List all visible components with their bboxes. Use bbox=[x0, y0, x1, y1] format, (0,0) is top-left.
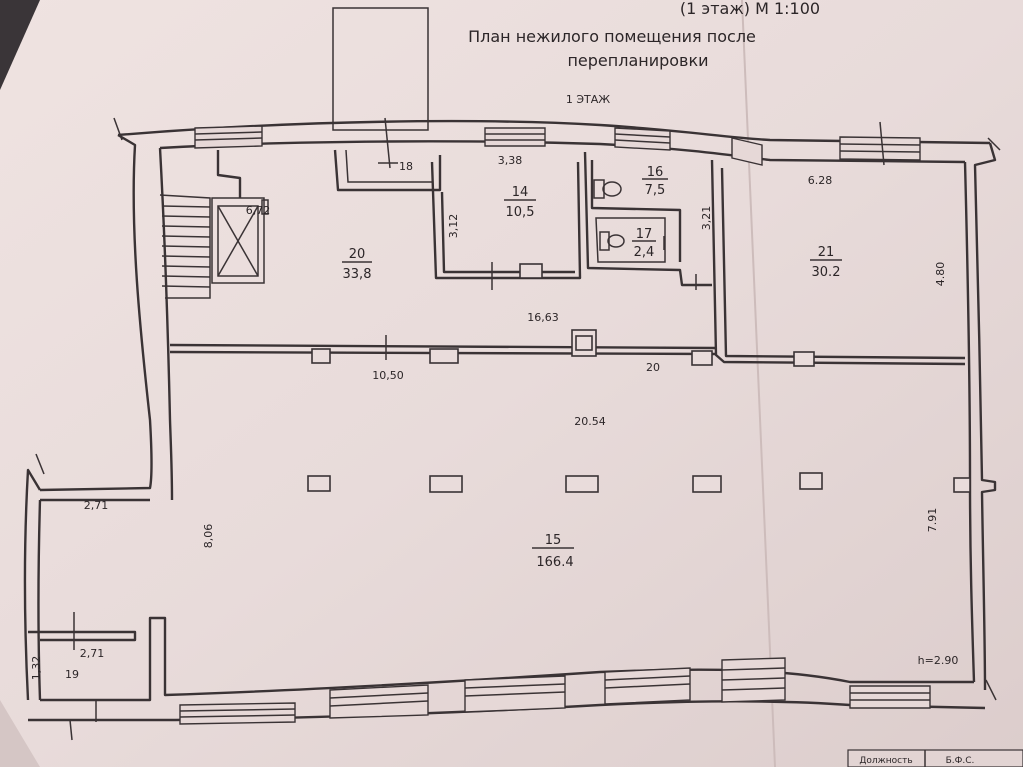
bottom-windows bbox=[179, 657, 931, 725]
paper-fold bbox=[741, 0, 776, 767]
tick-marks bbox=[35, 117, 1001, 741]
stamp-field-name: Б.Ф.С. bbox=[946, 756, 975, 766]
dim-3-12: 3,12 bbox=[447, 214, 460, 239]
dim-3-21: 3,21 bbox=[700, 206, 713, 231]
room-17: 17 2,4 bbox=[632, 227, 656, 260]
room-area: 30.2 bbox=[812, 265, 841, 280]
room-number: 20 bbox=[349, 247, 366, 262]
title-partial: (1 этаж) М 1:100 bbox=[680, 0, 820, 18]
room-20: 20 33,8 bbox=[342, 247, 372, 282]
top-entry-block bbox=[332, 7, 429, 131]
toilet-fixture-icon bbox=[593, 179, 625, 251]
dimension-labels: 3,38 6,72 3,12 3,21 6.28 4.80 16,63 10,5… bbox=[30, 154, 958, 680]
column-piers bbox=[307, 263, 971, 493]
dim-6-72: 6,72 bbox=[246, 204, 271, 217]
room-14: 14 10,5 bbox=[504, 185, 536, 220]
room-area: 10,5 bbox=[506, 205, 535, 220]
room-number: 17 bbox=[636, 227, 653, 242]
room-15: 15 166.4 bbox=[532, 533, 574, 570]
title-block-stamp: Должность Б.Ф.С. bbox=[847, 749, 1023, 767]
ceiling-height: h=2.90 bbox=[918, 654, 959, 667]
background-corner bbox=[0, 0, 40, 90]
floor-label: 1 ЭТАЖ bbox=[566, 93, 610, 106]
room-16: 16 7,5 bbox=[642, 165, 668, 198]
stamp-field-position: Должность bbox=[859, 756, 912, 766]
dim-16-63: 16,63 bbox=[527, 311, 559, 324]
room-area: 7,5 bbox=[645, 183, 666, 198]
room-number: 16 bbox=[647, 165, 664, 180]
title-line-1: План нежилого помещения после bbox=[468, 27, 756, 46]
dim-6-28: 6.28 bbox=[808, 174, 833, 187]
room-number: 21 bbox=[818, 245, 835, 260]
staircase bbox=[159, 194, 211, 299]
dim-3-38: 3,38 bbox=[498, 154, 523, 167]
room-19-walls bbox=[28, 630, 137, 722]
room-area: 33,8 bbox=[343, 267, 372, 282]
room-18-number: 18 bbox=[399, 160, 413, 173]
dim-20: 20 bbox=[646, 361, 660, 374]
room-21: 21 30.2 bbox=[810, 245, 842, 280]
dim-2-71-lower: 2,71 bbox=[80, 647, 105, 660]
room-area: 166.4 bbox=[536, 555, 573, 570]
dim-1-32: 1,32 bbox=[30, 656, 43, 681]
dim-10-50: 10,50 bbox=[372, 369, 404, 382]
room-number: 15 bbox=[545, 533, 562, 548]
dim-7-91: 7.91 bbox=[926, 508, 939, 533]
top-windows bbox=[194, 125, 921, 166]
room-19-number: 19 bbox=[65, 668, 79, 681]
dim-4-80: 4.80 bbox=[934, 262, 947, 287]
dim-20-54: 20.54 bbox=[574, 415, 606, 428]
dim-2-71-upper: 2,71 bbox=[84, 499, 109, 512]
room-area: 2,4 bbox=[634, 245, 655, 260]
dim-8-06: 8,06 bbox=[202, 524, 215, 549]
paper-shadow-left bbox=[0, 700, 40, 767]
room-number: 14 bbox=[512, 185, 529, 200]
title-line-2: перепланировки bbox=[567, 51, 708, 70]
